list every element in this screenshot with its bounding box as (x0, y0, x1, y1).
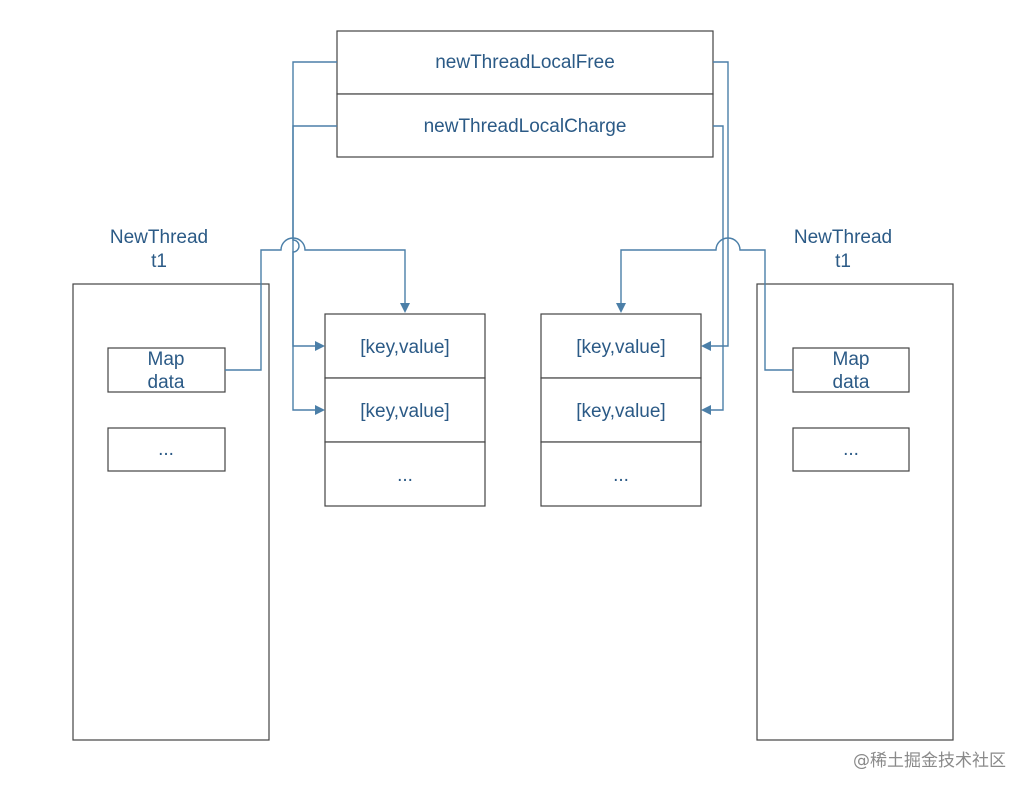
thread-local-free-label: newThreadLocalFree (435, 52, 615, 73)
charge-key-to-left-entry-connector (292, 125, 337, 411)
right-map-entry-2-box (540, 377, 702, 443)
left-thread: NewThread t1 Map data ... (72, 227, 270, 741)
left-map-table: [key,value] [key,value] ... (324, 313, 486, 507)
right-map-entry-3-box (540, 441, 702, 507)
left-entry-2-arrowhead (315, 405, 325, 415)
left-map-entry-3-label: ... (397, 465, 413, 486)
right-map-entry-3-label: ... (613, 465, 629, 486)
right-thread: NewThread t1 Map data ... (756, 227, 954, 741)
charge-key-to-right-entry-connector (709, 125, 724, 411)
left-map-entry-3-box (324, 441, 486, 507)
right-thread-name-line2: t1 (835, 251, 851, 272)
right-map-entry-1-label: [key,value] (576, 337, 665, 358)
left-thread-more-label: ... (158, 439, 174, 460)
watermark-text: @稀土掘金技术社区 (853, 751, 1006, 771)
right-thread-map-line1: Map (833, 349, 870, 370)
thread-local-charge-label: newThreadLocalCharge (424, 116, 627, 137)
right-thread-map-line2: data (833, 372, 870, 393)
left-map-entry-2-label: [key,value] (360, 401, 449, 422)
right-thread-map-to-table-connector (620, 237, 793, 371)
free-key-to-right-entry-connector (709, 61, 729, 347)
left-thread-name-line2: t1 (151, 251, 167, 272)
right-entry-1-arrowhead (701, 341, 711, 351)
right-entry-2-arrowhead (701, 405, 711, 415)
thread-local-stack: newThreadLocalFree newThreadLocalCharge (336, 30, 714, 158)
right-map-entry-1-box (540, 313, 702, 379)
left-map-entry-2-box (324, 377, 486, 443)
right-table-arrowhead (616, 303, 626, 313)
left-table-arrowhead (400, 303, 410, 313)
left-thread-more-box (107, 427, 226, 472)
thread-local-charge-box (336, 93, 714, 158)
left-entry-1-arrowhead (315, 341, 325, 351)
right-map-table: [key,value] [key,value] ... (540, 313, 702, 507)
right-thread-more-label: ... (843, 439, 859, 460)
left-map-entry-1-label: [key,value] (360, 337, 449, 358)
left-thread-map-line1: Map (148, 349, 185, 370)
left-thread-map-line2: data (148, 372, 185, 393)
left-thread-map-to-table-connector (225, 237, 406, 371)
thread-local-free-box (336, 30, 714, 95)
right-thread-more-box (792, 427, 910, 472)
right-thread-map-data-box (792, 347, 910, 393)
right-thread-name-line1: NewThread (794, 227, 892, 248)
right-map-entry-2-label: [key,value] (576, 401, 665, 422)
left-thread-name-line1: NewThread (110, 227, 208, 248)
free-key-to-left-entry-connector (292, 61, 337, 347)
